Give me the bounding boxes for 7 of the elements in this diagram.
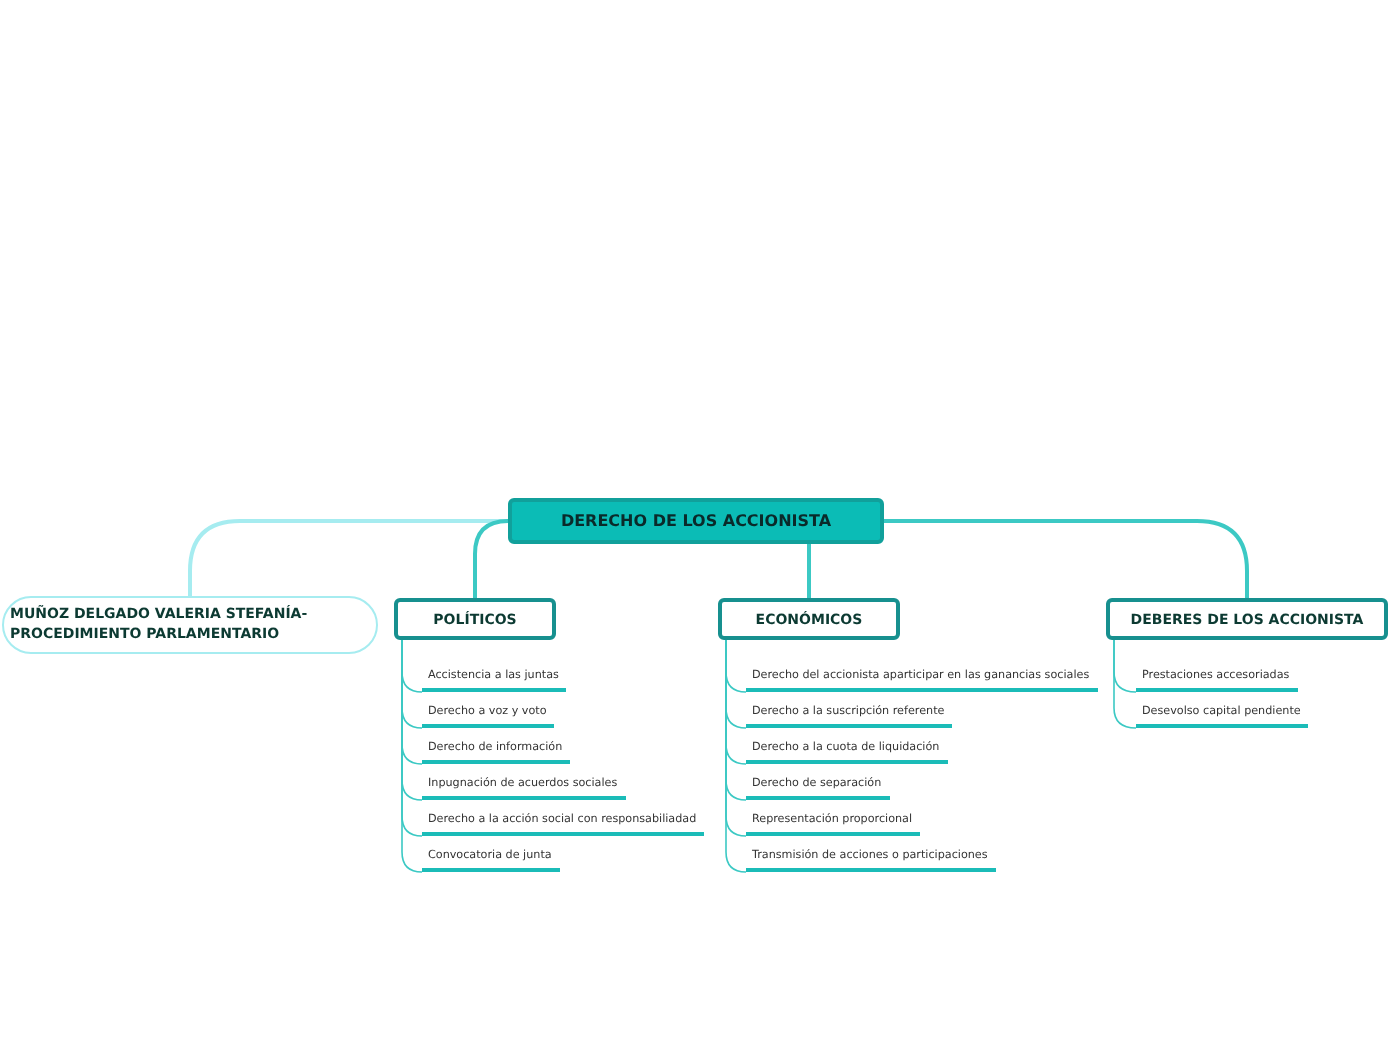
connector-line [884,519,1249,598]
connector-line [473,519,510,598]
connector-line [1113,639,1137,729]
connector-line [807,544,811,598]
central-topic-box: DERECHO DE LOS ACCIONISTA [508,498,884,544]
connector-line [725,639,747,873]
connector-line [401,639,423,873]
